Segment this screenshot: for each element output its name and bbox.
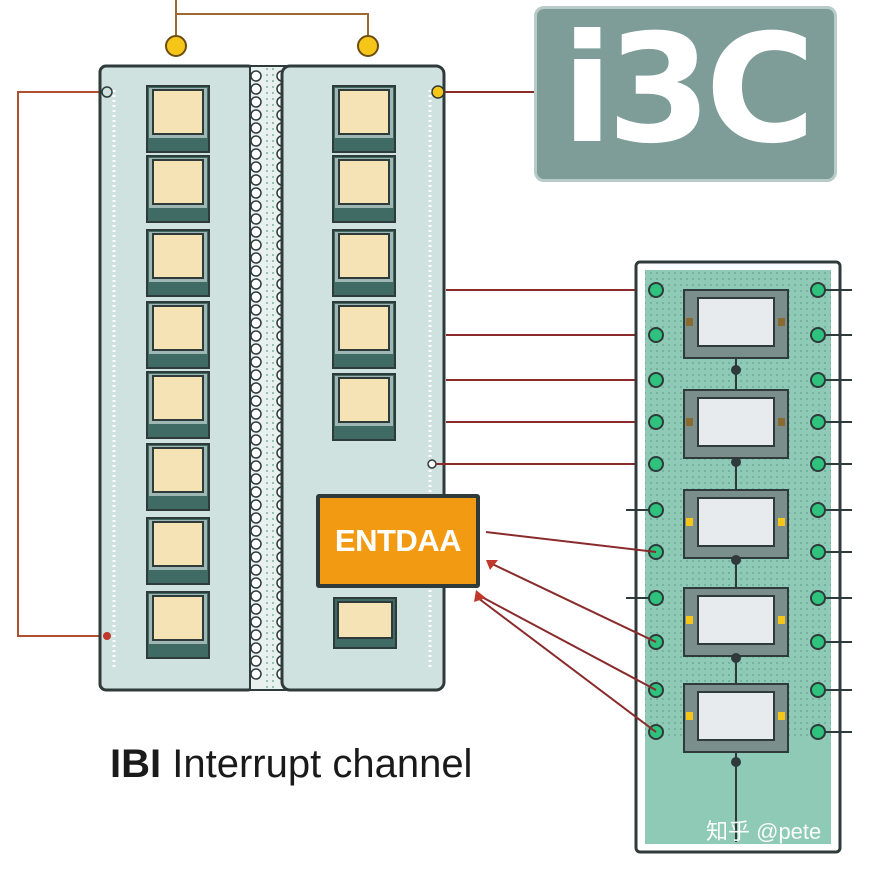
entdaa-label: ENTDAA bbox=[334, 523, 462, 558]
right-chip-column bbox=[332, 85, 396, 441]
bus-wires bbox=[436, 289, 656, 465]
entdaa-command-box: ENTDAA bbox=[316, 494, 480, 588]
connector-pin-icon bbox=[101, 86, 113, 98]
connector-pin-icon bbox=[731, 653, 741, 663]
connector-pin-icon bbox=[731, 457, 741, 467]
caption-bold: IBI bbox=[110, 742, 162, 786]
connector-pin-icon bbox=[810, 414, 826, 430]
top-bus-wires bbox=[175, 0, 369, 40]
connector-pin-icon bbox=[103, 632, 111, 640]
logo-text: i3C bbox=[561, 3, 816, 177]
chip-icon bbox=[146, 301, 210, 369]
chip-icon bbox=[146, 443, 210, 511]
chip-icon bbox=[683, 587, 789, 657]
connector-pin-icon bbox=[648, 414, 664, 430]
left-chip-column bbox=[146, 85, 210, 659]
ibi-arrows bbox=[477, 531, 657, 733]
chip-icon bbox=[332, 301, 396, 369]
connector-pin-icon bbox=[648, 502, 664, 518]
chip-icon bbox=[333, 597, 397, 649]
connector-pin-icon bbox=[165, 35, 187, 57]
connector-pin-icon bbox=[731, 757, 741, 767]
i3c-logo: i3C bbox=[534, 6, 837, 182]
chip-icon bbox=[332, 229, 396, 297]
connector-pin-icon bbox=[810, 282, 826, 298]
connector-pin-icon bbox=[810, 590, 826, 606]
chip-icon bbox=[332, 373, 396, 441]
chip-icon bbox=[683, 489, 789, 559]
chip-icon bbox=[332, 85, 396, 153]
connector-pin-icon bbox=[731, 365, 741, 375]
chip-icon bbox=[683, 683, 789, 753]
arrow-head-icon bbox=[474, 560, 498, 602]
caption: IBI Interrupt channel bbox=[110, 742, 472, 787]
caption-rest: Interrupt channel bbox=[172, 742, 473, 786]
chip-icon bbox=[146, 517, 210, 585]
connector-pin-icon bbox=[810, 634, 826, 650]
connector-pin-icon bbox=[810, 327, 826, 343]
connector-pin-icon bbox=[357, 35, 379, 57]
connector-pin-icon bbox=[648, 590, 664, 606]
left-loop-wire bbox=[17, 91, 108, 637]
connector-pin-icon bbox=[431, 85, 445, 99]
chip-icon bbox=[146, 155, 210, 223]
connector-pin-icon bbox=[731, 555, 741, 565]
connector-pin-icon bbox=[648, 327, 664, 343]
connector-pin-icon bbox=[648, 456, 664, 472]
chip-icon bbox=[146, 371, 210, 439]
chip-icon bbox=[146, 229, 210, 297]
chip-icon bbox=[146, 85, 210, 153]
connector-pin-icon bbox=[810, 682, 826, 698]
connector-pin-icon bbox=[427, 459, 437, 469]
watermark: 知乎 @pete bbox=[706, 819, 822, 844]
connector-pin-icon bbox=[810, 372, 826, 388]
connector-pin-icon bbox=[648, 282, 664, 298]
connector-pin-icon bbox=[810, 456, 826, 472]
connector-pin-icon bbox=[810, 544, 826, 560]
chip-icon bbox=[683, 389, 789, 459]
connector-pin-icon bbox=[648, 372, 664, 388]
connector-pin-icon bbox=[810, 724, 826, 740]
connector-pin-icon bbox=[810, 502, 826, 518]
chip-icon bbox=[683, 289, 789, 359]
device-board bbox=[626, 260, 852, 854]
chip-icon bbox=[146, 591, 210, 659]
chip-icon bbox=[332, 155, 396, 223]
